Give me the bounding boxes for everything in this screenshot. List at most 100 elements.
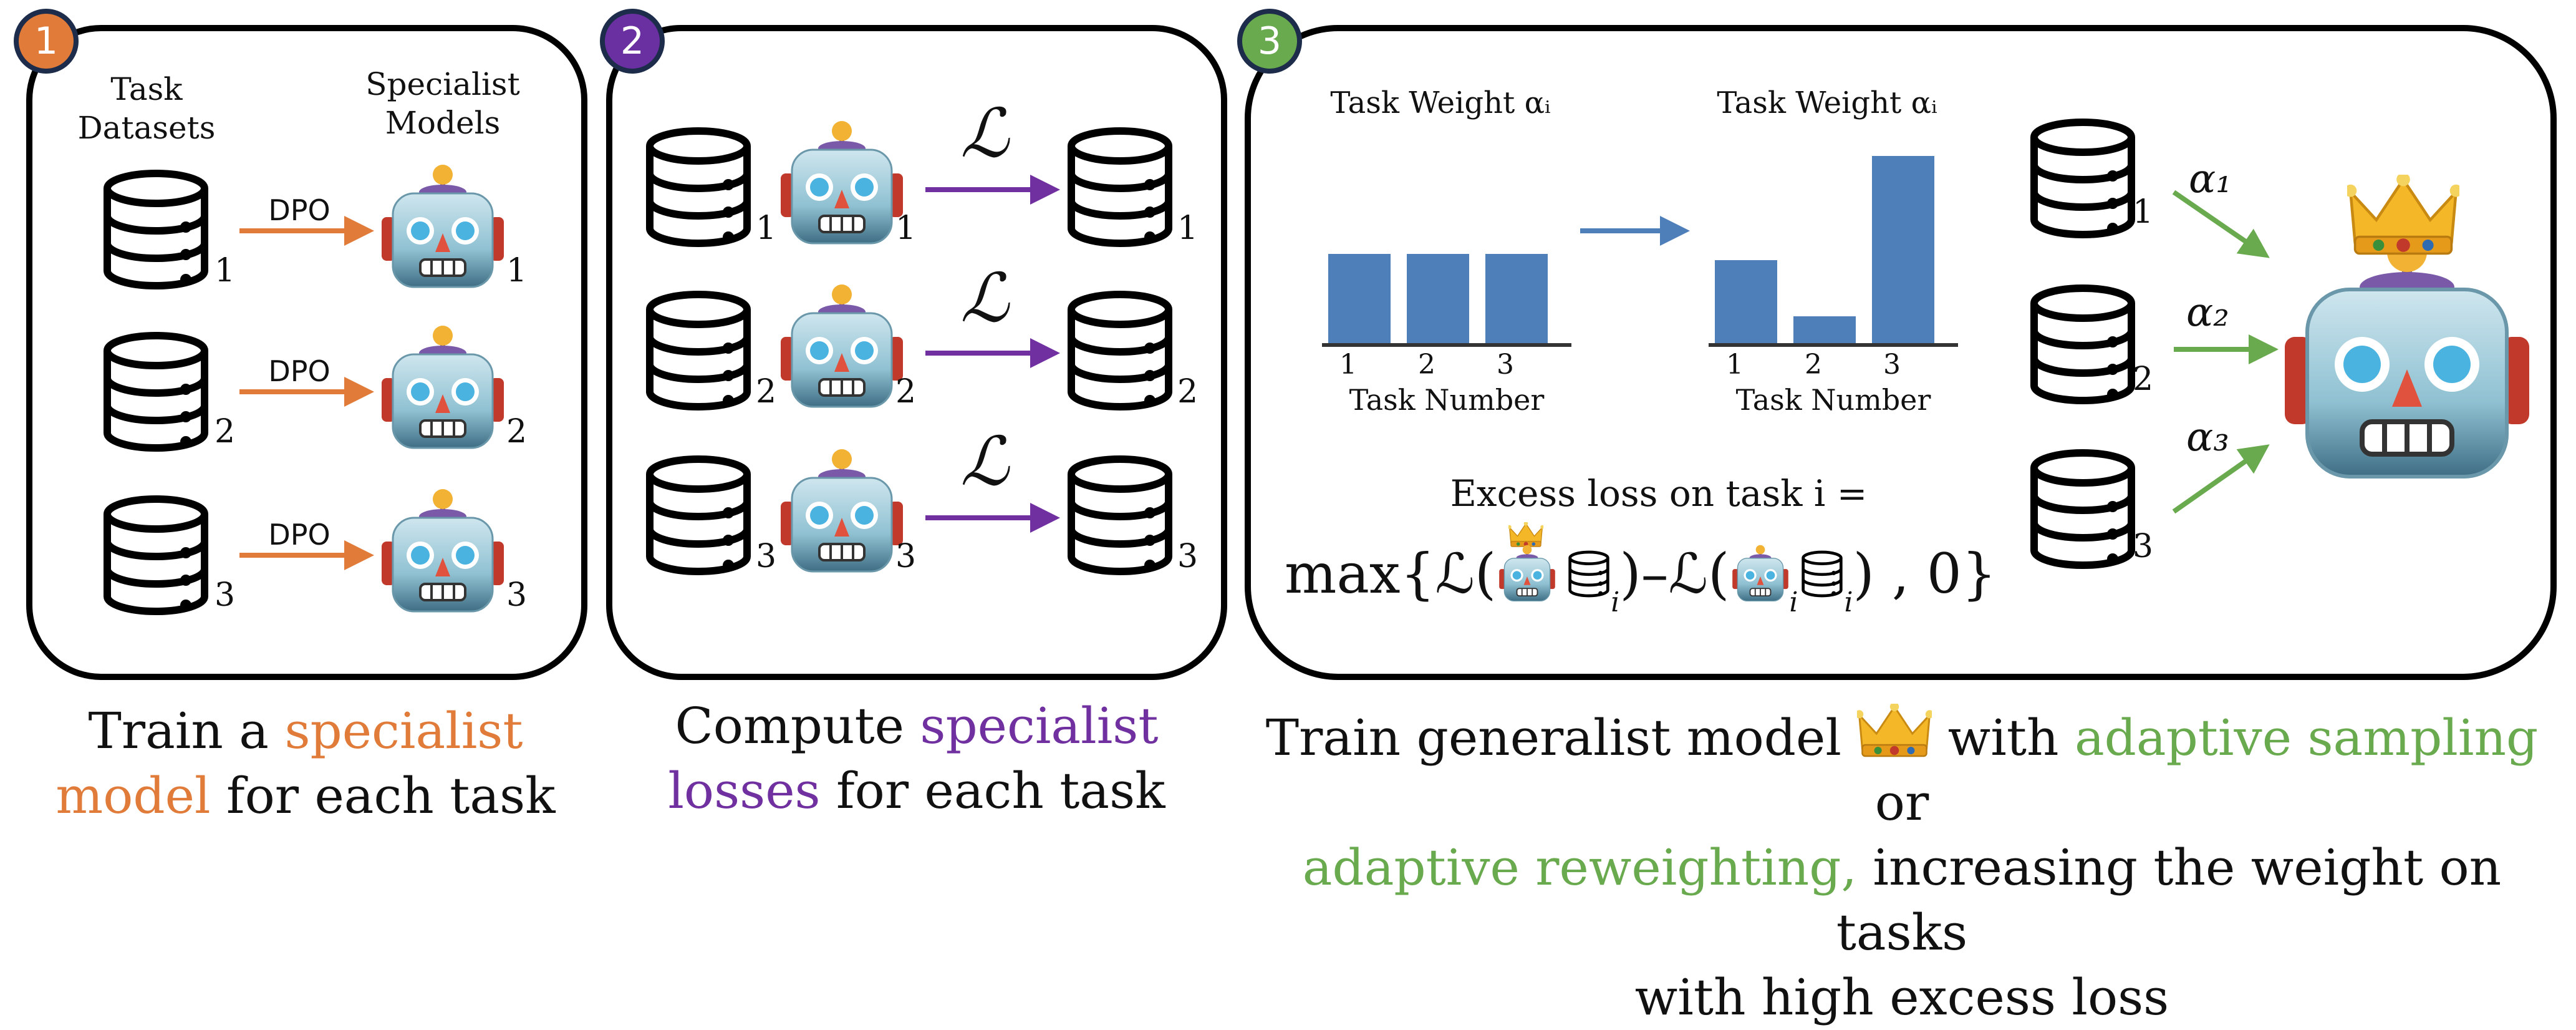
- formula-title: Excess loss on task i =: [1450, 472, 1868, 515]
- crown-icon: [2347, 175, 2459, 260]
- formula-mid: )–ℒ(: [1619, 542, 1730, 606]
- bar: [1872, 156, 1934, 343]
- dataset-index: 1: [756, 210, 777, 247]
- caption-text: Train a: [88, 702, 285, 760]
- caption-text: for each task: [210, 767, 556, 825]
- database-icon: [642, 125, 755, 250]
- robot-icon: [779, 281, 904, 412]
- output-index: 3: [1177, 538, 1199, 575]
- bar: [1485, 254, 1548, 343]
- loss-arrow: [925, 175, 1060, 205]
- robot-icon: [380, 322, 505, 453]
- output-index: 1: [1177, 210, 1199, 247]
- chart-title: Task Weight αᵢ: [1717, 85, 1937, 120]
- x-tick-label: 3: [1497, 349, 1514, 381]
- dataset-index: 1: [2133, 193, 2154, 231]
- formula-suffix: ) , 0}: [1853, 542, 1997, 606]
- robot-icon: [779, 445, 904, 576]
- caption-text: Compute: [675, 697, 920, 755]
- x-tick-label: 3: [1883, 349, 1901, 381]
- database-icon: [1800, 550, 1844, 598]
- specialist-models-title: Specialist Models: [365, 66, 520, 141]
- dpo-arrow: [239, 216, 374, 246]
- model-index: 3: [506, 576, 528, 614]
- weight-alpha-1: α₁: [2189, 156, 2232, 202]
- caption-text: Train generalist model: [1265, 709, 1858, 767]
- caption-highlight: adaptive reweighting,: [1302, 838, 1857, 896]
- caption-highlight: adaptive sampling: [2074, 709, 2539, 767]
- model-index: 1: [506, 252, 528, 289]
- chart-before: Task Weight αᵢ 1 2 3 Task Number: [1316, 87, 1571, 437]
- database-icon: [100, 493, 212, 618]
- loss-symbol: ℒ: [960, 423, 1009, 501]
- robot-icon: [380, 161, 505, 292]
- output-index: 2: [1177, 373, 1199, 411]
- bar: [1328, 254, 1391, 343]
- x-tick-label: 1: [1339, 349, 1357, 381]
- caption-highlight: model: [55, 767, 211, 825]
- x-axis: [1322, 343, 1571, 347]
- dataset-index: 3: [2133, 528, 2154, 565]
- caption-text: or: [1874, 774, 1929, 832]
- robot-icon: [1732, 543, 1789, 603]
- dpo-label: DPO: [268, 193, 330, 227]
- robot-icon: [779, 117, 904, 248]
- database-icon: [1064, 453, 1176, 578]
- database-icon: [1064, 288, 1176, 413]
- bar: [1715, 260, 1777, 343]
- database-icon: [100, 167, 212, 292]
- dataset-index: 2: [215, 413, 236, 450]
- caption-step-2: Compute specialist losses for each task: [624, 694, 1210, 824]
- x-axis-label: Task Number: [1349, 383, 1545, 417]
- database-icon: [2027, 282, 2139, 407]
- dataset-index: 3: [756, 538, 777, 575]
- formula-sub: i: [1844, 586, 1853, 618]
- weight-arrow: [2172, 190, 2270, 258]
- generalist-robot-icon: [2282, 225, 2532, 487]
- task-datasets-title: Task Datasets: [77, 71, 216, 146]
- dataset-index: 2: [756, 373, 777, 411]
- database-icon: [1567, 550, 1611, 598]
- database-icon: [642, 288, 755, 413]
- robot-icon: [380, 485, 505, 616]
- caption-highlight: losses: [668, 762, 821, 820]
- bar: [1407, 254, 1469, 343]
- dpo-label: DPO: [268, 354, 330, 388]
- weight-alpha-2: α₂: [2186, 289, 2229, 336]
- weight-arrow: [2174, 334, 2279, 364]
- dpo-arrow: [239, 540, 374, 570]
- step-badge-1: 1: [14, 9, 79, 74]
- weight-alpha-3: α₃: [2186, 414, 2229, 460]
- bar: [1793, 316, 1856, 343]
- x-tick-label: 1: [1726, 349, 1744, 381]
- dataset-index: 2: [2133, 361, 2154, 398]
- loss-symbol: ℒ: [960, 95, 1009, 173]
- model-index: 1: [895, 210, 917, 247]
- chart-after: Task Weight αᵢ 1 2 3 Task Number: [1702, 87, 1958, 437]
- robot-icon: [1498, 543, 1556, 603]
- dataset-index: 1: [215, 252, 236, 289]
- caption-text: for each task: [820, 762, 1165, 820]
- x-axis: [1709, 343, 1958, 347]
- caption-step-1: Train a specialist model for each task: [37, 699, 574, 828]
- database-icon: [2027, 447, 2139, 571]
- dpo-label: DPO: [268, 518, 330, 551]
- caption-step-3: Train generalist model with adaptive sam…: [1253, 704, 2550, 1030]
- formula-sub: i: [1789, 586, 1798, 618]
- caption-text: increasing the weight on tasks: [1836, 838, 2502, 961]
- step-badge-3: 3: [1237, 9, 1302, 74]
- x-tick-label: 2: [1805, 349, 1822, 381]
- formula-prefix: max{ℒ(: [1285, 542, 1497, 606]
- excess-loss-formula: max{ℒ( i)–ℒ( i i) , 0}: [1285, 537, 2008, 624]
- caption-highlight: specialist: [284, 702, 523, 760]
- loss-arrow: [925, 338, 1060, 368]
- x-axis-label: Task Number: [1735, 383, 1931, 417]
- loss-symbol: ℒ: [960, 260, 1009, 338]
- caption-highlight: specialist: [920, 697, 1159, 755]
- caption-text: with high excess loss: [1634, 968, 2169, 1026]
- transition-arrow: [1580, 216, 1690, 246]
- database-icon: [1064, 125, 1176, 250]
- dpo-arrow: [239, 377, 374, 407]
- model-index: 2: [506, 413, 528, 450]
- x-tick-label: 2: [1418, 349, 1435, 381]
